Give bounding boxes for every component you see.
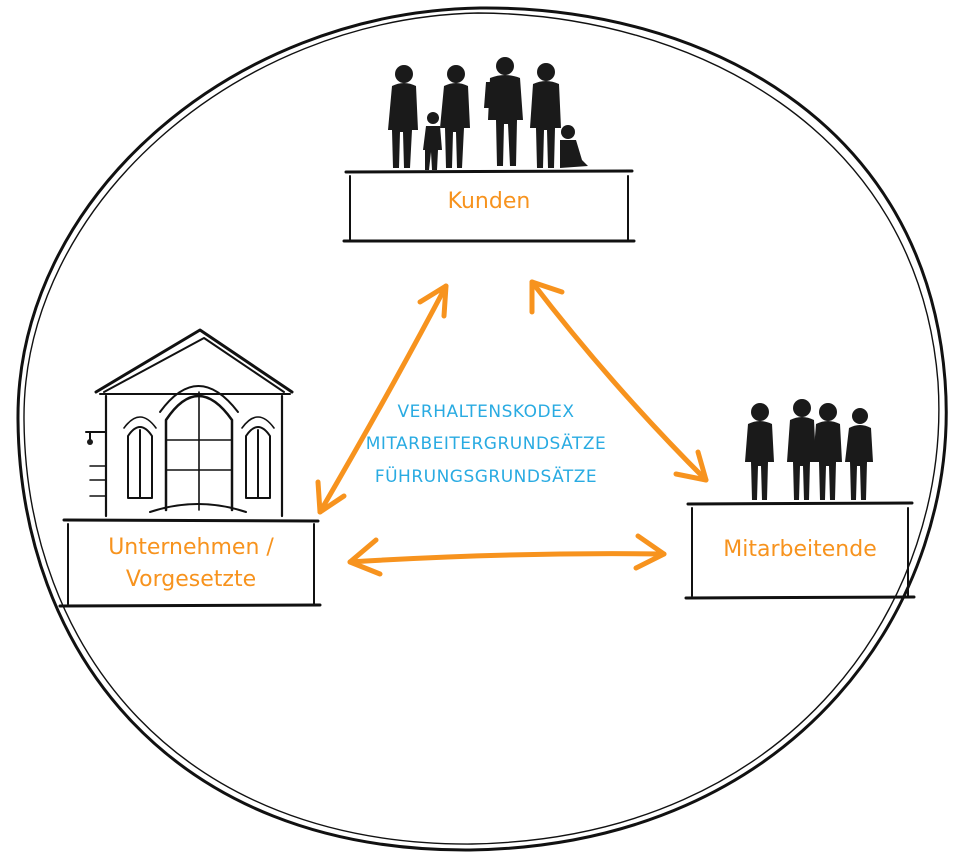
arrow-unternehmen-mitarbeitende [347,533,667,577]
mitarbeitende-box [684,501,916,600]
node-label-unternehmen: Unternehmen / Vorgesetzte [64,532,318,596]
arrow-kunden-mitarbeitende [529,279,709,483]
people-group-icon [745,399,873,500]
node-label-mitarbeitende: Mitarbeitende [723,537,877,562]
kunden-box [342,169,636,243]
node-label-unternehmen-line2: Vorgesetzte [125,566,257,592]
center-line-verhaltenskodex: VERHALTENSKODEX [397,402,575,422]
center-text: VERHALTENSKODEX MITARBEITERGRUNDSÄTZE FÜ… [352,396,620,493]
unternehmen-box [58,518,322,608]
center-line-fuehrungsgrundsaetze: FÜHRUNGSGRUNDSÄTZE [374,466,598,487]
node-label-unternehmen-line1: Unternehmen / [108,535,274,560]
arrow-kunden-unternehmen [315,283,449,515]
node-label-kunden: Kunden [447,189,531,214]
outer-circle [16,6,948,852]
people-group-icon [388,57,588,170]
center-line-mitarbeitergrundsaetze: MITARBEITERGRUNDSÄTZE [365,434,607,455]
building-icon [85,328,294,518]
